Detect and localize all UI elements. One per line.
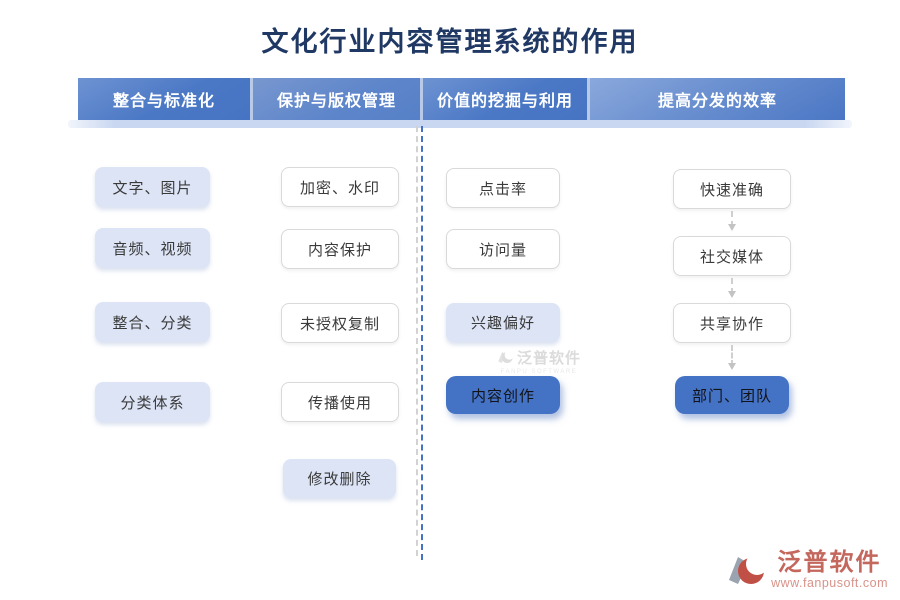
diagram-node: 快速准确 (673, 169, 791, 209)
down-arrow-icon (728, 211, 736, 231)
watermark-brand-text: 泛普软件 (516, 350, 581, 367)
down-arrow-icon (728, 278, 736, 298)
diagram-node: 分类体系 (95, 382, 210, 422)
diagram-node: 内容保护 (281, 229, 399, 269)
diagram-node: 兴趣偏好 (446, 303, 560, 342)
divider-dashed-gray (416, 126, 418, 556)
diagram-node: 传播使用 (281, 382, 399, 422)
diagram-node: 文字、图片 (95, 167, 210, 207)
diagram-node: 未授权复制 (281, 303, 399, 343)
column-header-copyright: 保护与版权管理 (253, 78, 420, 120)
page-title: 文化行业内容管理系统的作用 (261, 27, 639, 58)
diagram-node: 部门、团队 (675, 376, 789, 414)
diagram-node: 社交媒体 (673, 236, 791, 276)
brand-name: 泛普软件 (777, 549, 882, 577)
header-shadow-strip (68, 120, 852, 128)
brand-website: www.fanpusoft.com (771, 575, 888, 590)
diagram-node: 加密、水印 (281, 167, 399, 207)
diagram-node: 内容创作 (446, 376, 560, 414)
diagram-node: 共享协作 (673, 303, 791, 343)
diagram-node: 整合、分类 (95, 302, 210, 342)
watermark-brand-icon (498, 350, 514, 364)
column-header-value-mining: 价值的挖掘与利用 (423, 78, 587, 120)
column-header-integration: 整合与标准化 (78, 78, 250, 120)
down-arrow-icon (728, 345, 736, 370)
watermark-logo: 泛普软件 FANPU SOFTWARE (484, 347, 594, 375)
watermark-subtext: FANPU SOFTWARE (500, 369, 578, 375)
diagram-node: 点击率 (446, 168, 560, 208)
brand-icon (729, 553, 768, 584)
column-header-row: 整合与标准化 保护与版权管理 价值的挖掘与利用 提高分发的效率 (78, 78, 845, 120)
diagram-node: 修改删除 (283, 459, 396, 498)
column-header-distribution: 提高分发的效率 (590, 78, 845, 120)
diagram-node: 音频、视频 (95, 228, 210, 268)
divider-dashed-blue (421, 126, 423, 560)
diagram-node: 访问量 (446, 229, 560, 269)
brand-logo: 泛普软件 www.fanpusoft.com (727, 550, 888, 590)
